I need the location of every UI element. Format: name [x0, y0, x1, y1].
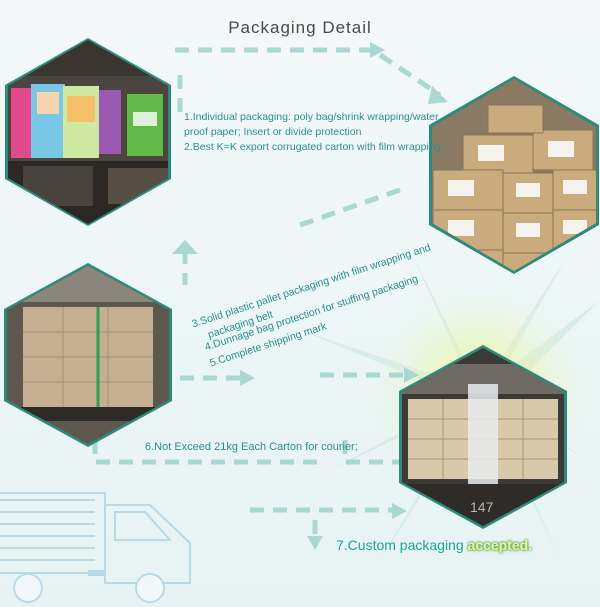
pallet-photo: [3, 262, 173, 448]
page-title: Packaging Detail: [228, 18, 372, 37]
arrow-heads: [172, 42, 448, 550]
step-2-note: 2.Best K=K export corrugated carton with…: [184, 141, 444, 153]
step-1-line-1: 1.Individual packaging: poly bag/shrink …: [184, 111, 439, 123]
step-7-note: 7.Custom packaging accepted.: [336, 537, 532, 553]
step-7-prefix: 7.Custom packaging: [336, 537, 464, 553]
step-6-note: 6.Not Exceed 21kg Each Carton for courie…: [145, 441, 358, 453]
step-7-accent: accepted.: [467, 537, 533, 553]
flow-arrows: [92, 47, 442, 540]
container-code: 147: [470, 499, 494, 515]
step-1-line-2: proof paper; Insert or divide protection: [184, 126, 362, 138]
truck-icon: [0, 492, 191, 603]
product-bags-photo: [3, 36, 173, 226]
carton-stack-photo: [428, 75, 600, 275]
step-1-note: 1.Individual packaging: poly bag/shrink …: [184, 110, 443, 155]
container-loading-photo: 147: [398, 344, 568, 530]
